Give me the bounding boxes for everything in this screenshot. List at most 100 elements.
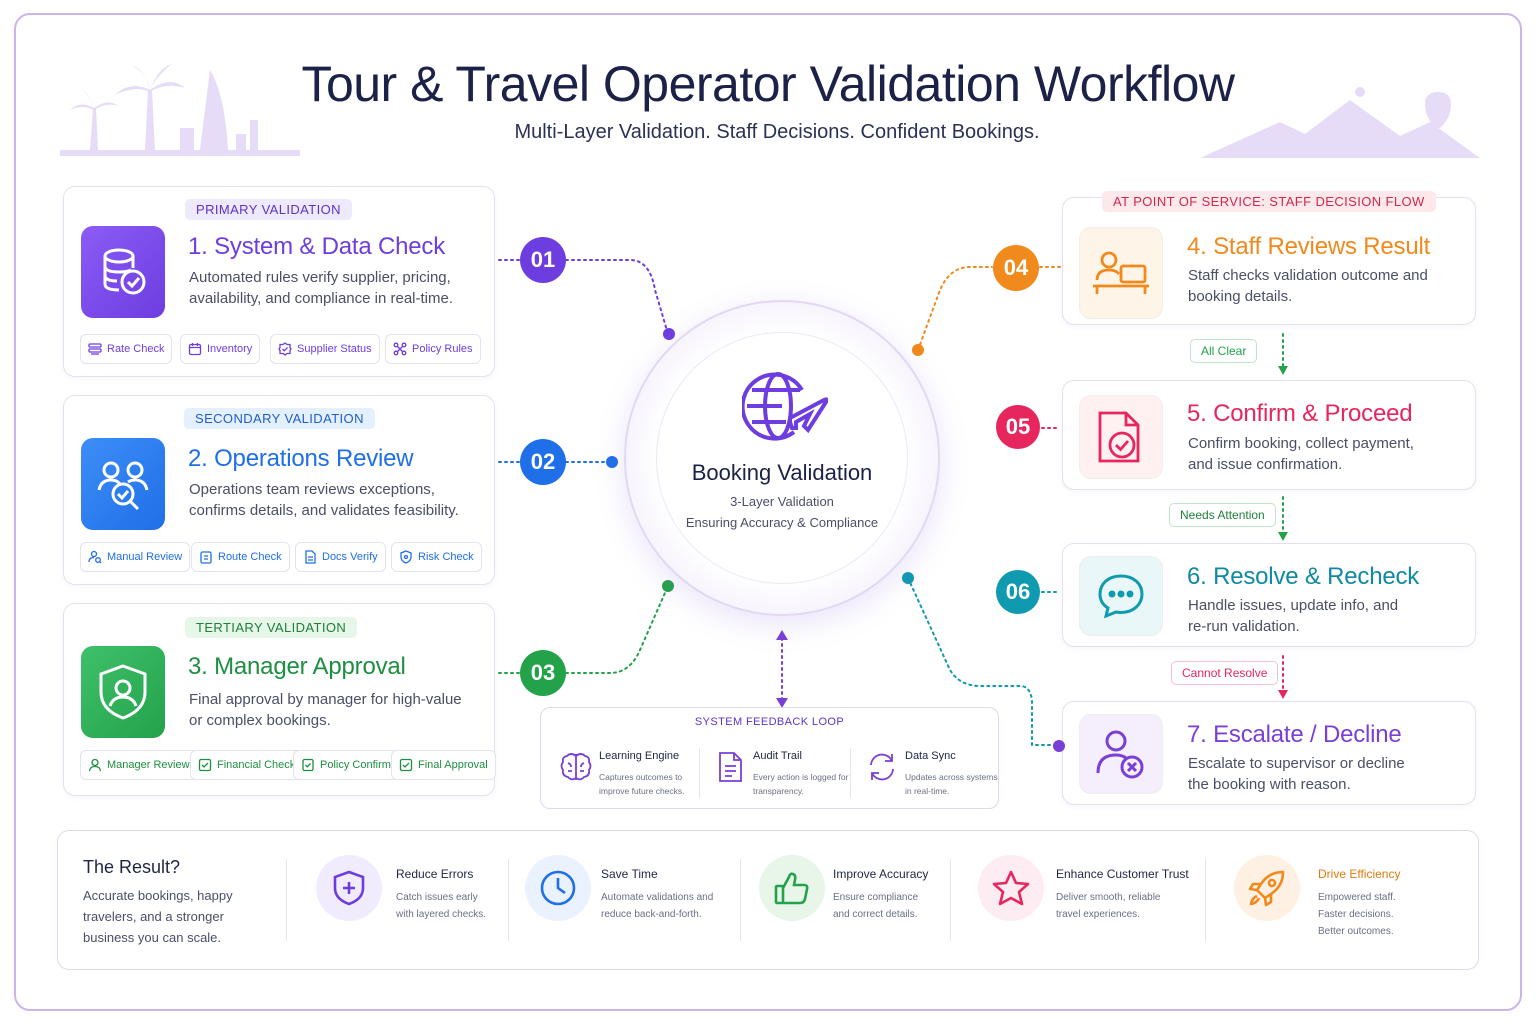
- transition-cannot-resolve: Cannot Resolve: [1171, 661, 1279, 685]
- step-description: Confirm booking, collect payment, and is…: [1188, 435, 1414, 473]
- clock-icon: [525, 855, 591, 921]
- step-description: Handle issues, update info, and re-run v…: [1188, 597, 1399, 635]
- chip-label: Policy Rules: [412, 343, 473, 355]
- chip-label: Policy Confirm: [320, 759, 391, 771]
- connector-node: [912, 344, 924, 356]
- chip-inventory[interactable]: Inventory: [180, 334, 261, 364]
- hub-subtitle-1: 3-Layer Validation: [730, 494, 834, 509]
- divider: [508, 859, 509, 941]
- sync-icon: [870, 753, 894, 781]
- result-description: Accurate bookings, happy travelers, and …: [83, 888, 233, 945]
- chip-label: Manager Review: [107, 759, 190, 771]
- step-card-staff-reviews[interactable]: 4. Staff Reviews Result Staff checks val…: [1062, 197, 1476, 325]
- chip-label: Rate Check: [107, 343, 165, 355]
- step-title: 5. Confirm & Proceed: [1187, 400, 1413, 427]
- chat-bubble-icon: [1079, 556, 1163, 636]
- chip-rate-check[interactable]: Rate Check: [80, 334, 173, 364]
- divider: [286, 859, 287, 941]
- shield-icon: [400, 550, 412, 564]
- star-icon: [978, 855, 1044, 921]
- page-title: Tour & Travel Operator Validation Workfl…: [301, 56, 1235, 112]
- shield-plus-icon: [316, 855, 382, 921]
- check-square-icon: [399, 758, 413, 772]
- mountain-balloon-illustration: [1200, 87, 1480, 158]
- page-subtitle: Multi-Layer Validation. Staff Decisions.…: [514, 121, 1040, 143]
- brain-icon: [560, 753, 592, 781]
- document-icon: [305, 550, 316, 564]
- step-description: Final approval by manager for high-value…: [189, 691, 462, 729]
- system-feedback-loop: SYSTEM FEEDBACK LOOP Learning Engine Cap…: [540, 707, 999, 809]
- feedback-item-title: Audit Trail: [753, 750, 802, 762]
- connector-node: [662, 580, 674, 592]
- feedback-loop-title: SYSTEM FEEDBACK LOOP: [694, 716, 845, 728]
- benefit-description: Deliver smooth, reliable travel experien…: [1056, 892, 1161, 920]
- chip-label: Financial Check: [217, 759, 296, 771]
- step-number-01: 01: [520, 237, 566, 283]
- feedback-item-audit-trail: Audit Trail Every action is logged for t…: [711, 738, 851, 798]
- thumbs-up-icon: [759, 855, 825, 921]
- globe-plane-icon: [742, 372, 828, 441]
- rocket-icon: [1234, 855, 1300, 921]
- hub-title: Booking Validation: [691, 460, 873, 485]
- step-card-resolve-recheck[interactable]: 6. Resolve & Recheck Handle issues, upda…: [1062, 543, 1476, 647]
- feedback-item-description: Captures outcomes to improve future chec…: [599, 772, 685, 796]
- step-title: 1. System & Data Check: [188, 233, 446, 260]
- chip-supplier-status[interactable]: Supplier Status: [270, 334, 380, 364]
- step-badge: PRIMARY VALIDATION: [185, 199, 352, 220]
- chip-final-approval[interactable]: Final Approval: [391, 750, 496, 780]
- chip-manual-review[interactable]: Manual Review: [80, 542, 191, 572]
- calendar-icon: [188, 343, 202, 356]
- checkbox-icon: [198, 758, 212, 772]
- step-number-04: 04: [993, 245, 1039, 291]
- feedback-item-description: Updates across systems in real-time.: [905, 772, 998, 796]
- sliders-icon: [88, 343, 102, 355]
- chip-label: Docs Verify: [322, 551, 378, 563]
- step-card-operations-review[interactable]: SECONDARY VALIDATION 2. Operations Revie…: [63, 395, 495, 585]
- staff-flow-badge: AT POINT OF SERVICE: STAFF DECISION FLOW: [1102, 191, 1436, 212]
- chip-label: Manual Review: [107, 551, 183, 563]
- step-title: 6. Resolve & Recheck: [1187, 563, 1420, 590]
- step-card-escalate-decline[interactable]: 7. Escalate / Decline Escalate to superv…: [1062, 701, 1476, 805]
- result-panel: The Result? Accurate bookings, happy tra…: [57, 830, 1479, 970]
- step-card-confirm-proceed[interactable]: 5. Confirm & Proceed Confirm booking, co…: [1062, 380, 1476, 490]
- database-check-icon: [81, 226, 165, 318]
- benefit-description: Catch issues early with layered checks.: [396, 892, 487, 920]
- step-number-02: 02: [520, 439, 566, 485]
- chip-manager-review[interactable]: Manager Review: [80, 750, 198, 780]
- step-node-7: [1053, 740, 1065, 752]
- benefit-description: Empowered staff. Faster decisions. Bette…: [1318, 892, 1396, 937]
- chip-docs-verify[interactable]: Docs Verify: [295, 542, 386, 572]
- chip-label: Risk Check: [418, 551, 474, 563]
- connector-node: [606, 456, 618, 468]
- chip-route-check[interactable]: Route Check: [191, 542, 290, 572]
- document-check-icon: [302, 758, 314, 772]
- step-description: Escalate to supervisor or decline the bo…: [1188, 755, 1405, 793]
- chip-risk-check[interactable]: Risk Check: [391, 542, 482, 572]
- connector-node: [902, 572, 914, 584]
- benefit-description: Automate validations and reduce back-and…: [601, 892, 714, 920]
- chip-policy-confirm[interactable]: Policy Confirm: [293, 750, 399, 780]
- chip-label: Supplier Status: [297, 343, 372, 355]
- step-badge: SECONDARY VALIDATION: [184, 408, 375, 429]
- benefit-title: Save Time: [601, 867, 658, 881]
- step-card-system-data-check[interactable]: PRIMARY VALIDATION 1. System & Data Chec…: [63, 186, 495, 377]
- staff-desk-icon: [1079, 227, 1163, 319]
- step-description: Operations team reviews exceptions, conf…: [189, 481, 459, 519]
- divider: [1205, 859, 1206, 941]
- step-number-06: 06: [996, 570, 1040, 614]
- benefit-title: Improve Accuracy: [833, 867, 929, 881]
- feedback-item-data-sync: Data Sync Updates across systems in real…: [863, 738, 1003, 798]
- chip-financial-check[interactable]: Financial Check: [190, 750, 304, 780]
- document-lines-icon: [719, 752, 742, 782]
- divider: [740, 859, 741, 941]
- feedback-item-learning-engine: Learning Engine Captures outcomes to imp…: [557, 738, 697, 798]
- shield-user-icon: [81, 646, 165, 738]
- chip-policy-rules[interactable]: Policy Rules: [385, 334, 481, 364]
- hub-subtitle-2: Ensuring Accuracy & Compliance: [685, 515, 879, 530]
- step-card-manager-approval[interactable]: TERTIARY VALIDATION 3. Manager Approval …: [63, 603, 496, 796]
- document-check-icon: [1079, 395, 1163, 479]
- feedback-item-description: Every action is logged for transparency.: [753, 772, 849, 796]
- divider: [699, 748, 700, 798]
- user-icon: [88, 758, 102, 772]
